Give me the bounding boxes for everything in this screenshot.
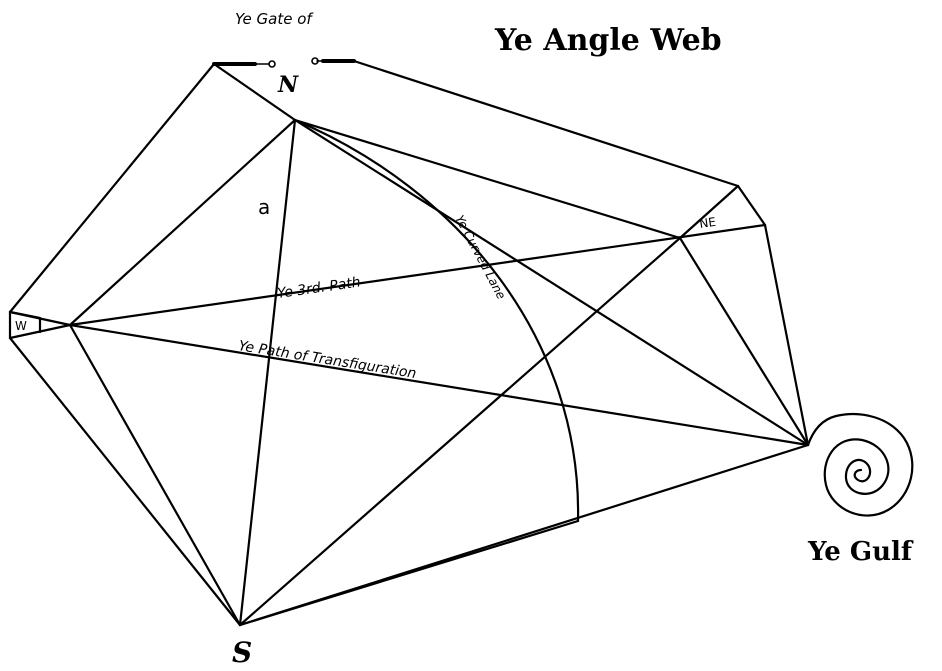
third-path-label: Ye 3rd. Path (276, 274, 361, 302)
inner-lines (8, 62, 810, 627)
edge-ne-gate (352, 59, 740, 188)
edge-west-south (8, 336, 242, 627)
north-label: N (277, 72, 299, 98)
edge-gate-west (8, 62, 216, 314)
edge-ne-corner (736, 184, 767, 227)
point-a-label: a (258, 195, 270, 219)
line-north-south (238, 118, 297, 627)
outer-frame (8, 59, 810, 627)
line-ne-south (238, 236, 682, 627)
gulf-spiral (806, 412, 914, 517)
line-ne-corner (678, 184, 740, 240)
diagram-title: Ye Angle Web (494, 23, 722, 58)
line-third-path (68, 223, 767, 327)
line-ne-gulf (678, 236, 810, 447)
west-label: W (15, 319, 27, 333)
line-south-base (238, 519, 580, 627)
gate-label: Ye Gate of (235, 10, 314, 28)
northeast-label: NE (698, 215, 716, 231)
curved-lane (293, 118, 580, 523)
curved-lane-label: Ye Curved Lane (452, 213, 508, 302)
line-transfiguration (68, 323, 810, 447)
edge-gulf-ne (763, 223, 810, 447)
south-label: S (232, 636, 252, 669)
transfiguration-label: Ye Path of Transfiguration (237, 338, 417, 382)
line-gate-north (212, 62, 297, 122)
gate-marks (212, 57, 356, 68)
line-north-ne (293, 118, 682, 240)
west-notch-box (8, 310, 42, 334)
line-w-south (68, 323, 242, 627)
gulf-label: Ye Gulf (807, 537, 914, 567)
gate-left-knob (268, 60, 276, 68)
line-north-gulf (293, 118, 810, 447)
line-w-north (68, 118, 297, 327)
